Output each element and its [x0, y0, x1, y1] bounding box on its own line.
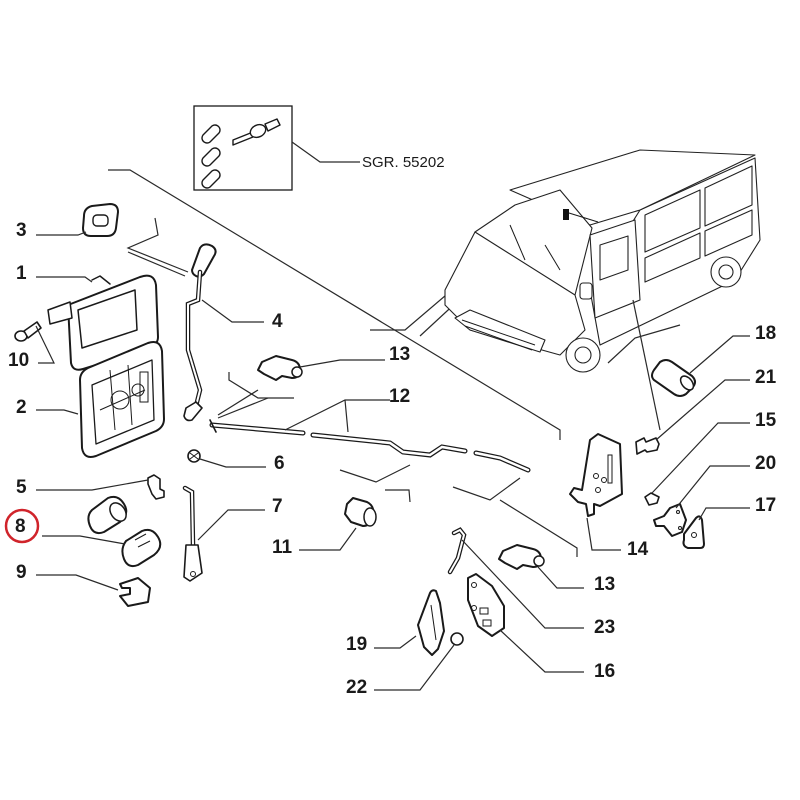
part-14-door-lock: [569, 433, 623, 517]
callout-18: 18: [755, 323, 776, 344]
callout-1: 1: [16, 263, 27, 284]
part-17-shim-plate: [682, 515, 705, 549]
kit-box: [193, 105, 293, 191]
van-illustration: [444, 149, 761, 373]
part-22-nut: [450, 632, 464, 646]
part-11-rod-bushing: [344, 497, 377, 527]
callout-22: 22: [346, 677, 367, 698]
part-18-sleeve: [651, 359, 696, 397]
part-23-rod: [447, 527, 467, 575]
kit-reference-label: SGR. 55202: [362, 154, 445, 171]
callout-21: 21: [755, 367, 777, 388]
callout-20: 20: [755, 453, 776, 474]
part-20-bracket: [653, 503, 687, 537]
callout-4: 4: [272, 311, 283, 332]
callout-9: 9: [16, 562, 27, 583]
callout-15: 15: [755, 410, 777, 431]
leader-van-to-left: [108, 169, 561, 440]
part-2-mechanism-plate: [79, 341, 165, 458]
callout-12: 12: [389, 386, 410, 407]
callout-23: 23: [594, 617, 615, 638]
callout-2: 2: [16, 397, 27, 418]
kit-bolt-icon: [201, 124, 221, 189]
part-19-lock-actuator: [417, 589, 445, 656]
callout-6: 6: [274, 453, 285, 474]
callout-5: 5: [16, 477, 27, 498]
part-9-retaining-clip: [119, 577, 151, 607]
part-1-inner-handle: [47, 274, 159, 371]
part-15-screw: [644, 492, 660, 506]
part-5-clip: [147, 474, 165, 500]
part-6-nut: [187, 449, 201, 463]
part-13-rod-clip-bottom: [498, 544, 545, 570]
part-16-striker-plate: [467, 573, 505, 637]
part-3-bezel: [82, 203, 119, 237]
callout-3: 3: [16, 220, 27, 241]
part-4-control-rod: [183, 243, 217, 422]
callout-16: 16: [594, 661, 615, 682]
key-icon: [232, 118, 281, 146]
part-10-screw: [14, 321, 42, 342]
part-8-lock-cylinder: [87, 495, 162, 568]
callout-14: 14: [627, 539, 649, 560]
callout-13-top: 13: [389, 344, 410, 365]
part-12-long-control-rod: [209, 419, 531, 473]
highlight-ring-8: [4, 508, 40, 544]
part-21-stud: [635, 437, 660, 455]
callout-10: 10: [8, 350, 29, 371]
callout-7: 7: [272, 496, 283, 517]
callout-13-bottom: 13: [594, 574, 615, 595]
callout-11: 11: [272, 537, 293, 558]
part-7-link-rod: [182, 485, 203, 582]
callout-19: 19: [346, 634, 367, 655]
callout-8: 8: [15, 516, 26, 537]
part-13-rod-clip-top: [257, 355, 303, 381]
callout-17: 17: [755, 495, 776, 516]
